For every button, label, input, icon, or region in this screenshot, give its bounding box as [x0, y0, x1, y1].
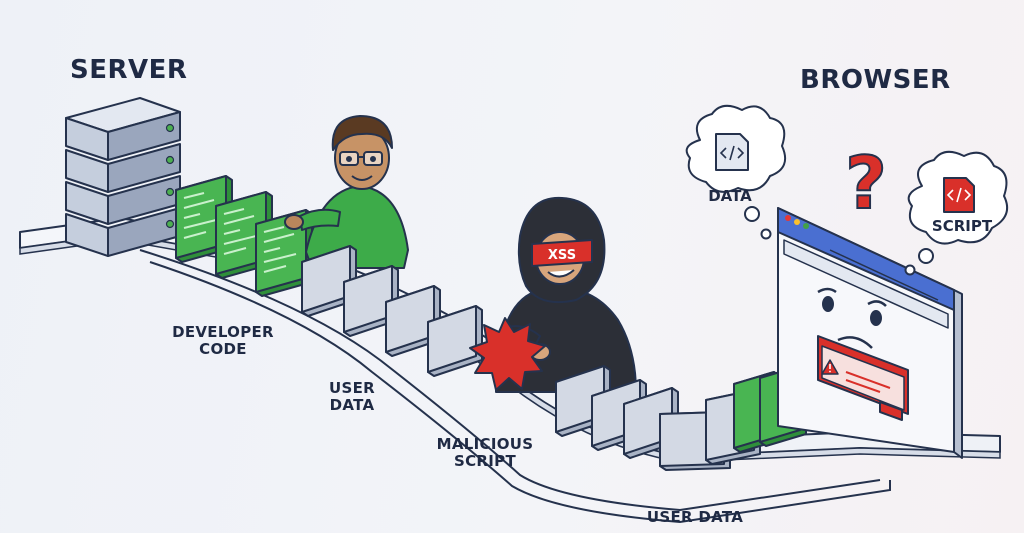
code-file-icon [716, 134, 748, 170]
question-mark: ? [845, 141, 887, 225]
bubble-data-label: DATA [708, 187, 752, 205]
thought-bubble-script: SCRIPT [906, 152, 1008, 275]
user-data-cards [302, 246, 482, 376]
malicious-script-label: MALICIOUS SCRIPT [430, 436, 540, 471]
question-mark-icon: ? [845, 141, 887, 225]
browser-window-icon [778, 208, 962, 458]
script-file-icon [944, 178, 974, 212]
xss-mask-text: XSS [548, 248, 576, 263]
user-data-label: USER DATA [312, 380, 392, 415]
thought-bubble-data: DATA [687, 106, 785, 239]
server-label: SERVER [70, 56, 180, 86]
server-icon [66, 98, 180, 256]
browser-label: BROWSER [800, 66, 940, 96]
developer-code-label: DEVELOPER CODE [168, 324, 278, 359]
bubble-script-label: SCRIPT [932, 217, 993, 235]
user-data-bottom-label: USER DATA [640, 509, 750, 526]
